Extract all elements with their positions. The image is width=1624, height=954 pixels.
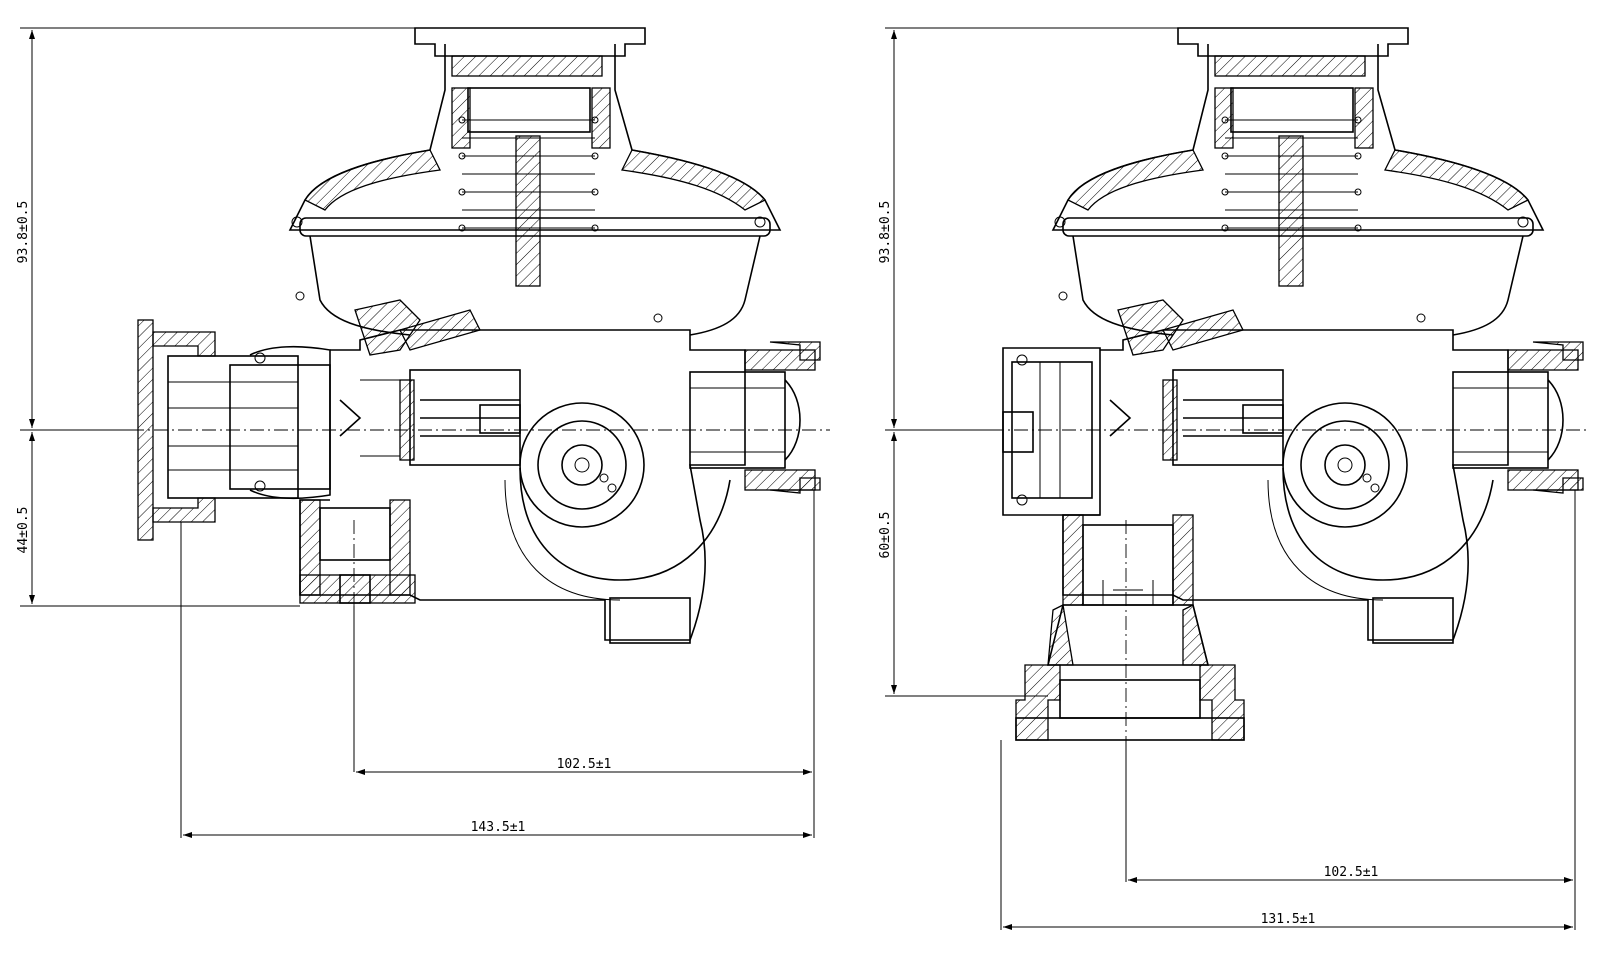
right-outlet-connector (1452, 341, 1584, 494)
left-dim-height-upper: 93.8±0.5 (16, 201, 31, 264)
left-dim-height-lower: 44±0.5 (16, 507, 31, 554)
right-bottom-connector (1015, 514, 1245, 741)
right-dim-width-outlet: 102.5±1 (1324, 865, 1379, 880)
right-dim-height-lower: 60±0.5 (878, 512, 893, 559)
right-dimensions: 93.8±0.5 60±0.5 102.5±1 131.5±1 (878, 27, 1576, 930)
left-outlet-connector (689, 341, 821, 494)
right-view: 93.8±0.5 60±0.5 102.5±1 131.5±1 (878, 27, 1590, 930)
right-inlet-plug (1002, 347, 1101, 516)
left-bottom-port (299, 499, 691, 644)
left-gauge-disk (504, 402, 731, 601)
left-dim-width-total: 143.5±1 (471, 820, 526, 835)
right-dim-height-upper: 93.8±0.5 (878, 201, 893, 264)
left-view: 93.8±0.5 44±0.5 102.5±1 143.5±1 (16, 27, 830, 838)
right-dim-width-total: 131.5±1 (1261, 912, 1316, 927)
right-upper-housing (1051, 149, 1545, 336)
left-bonnet (414, 27, 646, 287)
left-dimensions: 93.8±0.5 44±0.5 102.5±1 143.5±1 (16, 27, 815, 838)
right-gauge-disk (1267, 402, 1494, 644)
right-valve-body (1062, 299, 1509, 641)
left-upper-housing (288, 149, 782, 336)
left-dim-width-outlet: 102.5±1 (557, 757, 612, 772)
right-bonnet (1177, 27, 1409, 287)
left-valve-body (299, 299, 746, 641)
